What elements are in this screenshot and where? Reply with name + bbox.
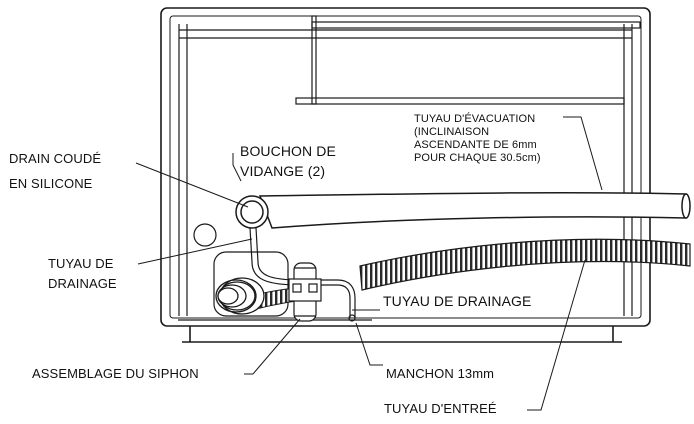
- cabinet-housing: [160, 7, 651, 343]
- leader-lines: [135, 116, 603, 411]
- exhaust-pipe: [235, 191, 691, 229]
- label-bouchon-vidange: BOUCHON DE VIDANGE (2): [240, 143, 336, 179]
- siphon-assembly: [288, 262, 322, 322]
- label-tuyau-drainage: TUYAU DE DRAINAGE: [383, 293, 532, 309]
- label-manchon: MANCHON 13mm: [386, 366, 495, 381]
- label-assemblage-siphon: ASSEMBLAGE DU SIPHON: [32, 366, 199, 381]
- label-tuyau-evacuation: TUYAU D'ÉVACUATION (INCLINAISON ASCENDAN…: [414, 113, 541, 164]
- label-drain-coude-2: EN SILICONE: [9, 176, 93, 191]
- label-drain-coude: DRAIN COUDÉ: [9, 151, 102, 166]
- label-tuyau-entree: TUYAU D'ENTREÉ: [384, 401, 497, 416]
- hose-coil: [215, 277, 265, 315]
- label-tuyau-de-drainage-left: TUYAU DE DRAINAGE: [48, 256, 117, 291]
- interior-frame: [178, 15, 641, 321]
